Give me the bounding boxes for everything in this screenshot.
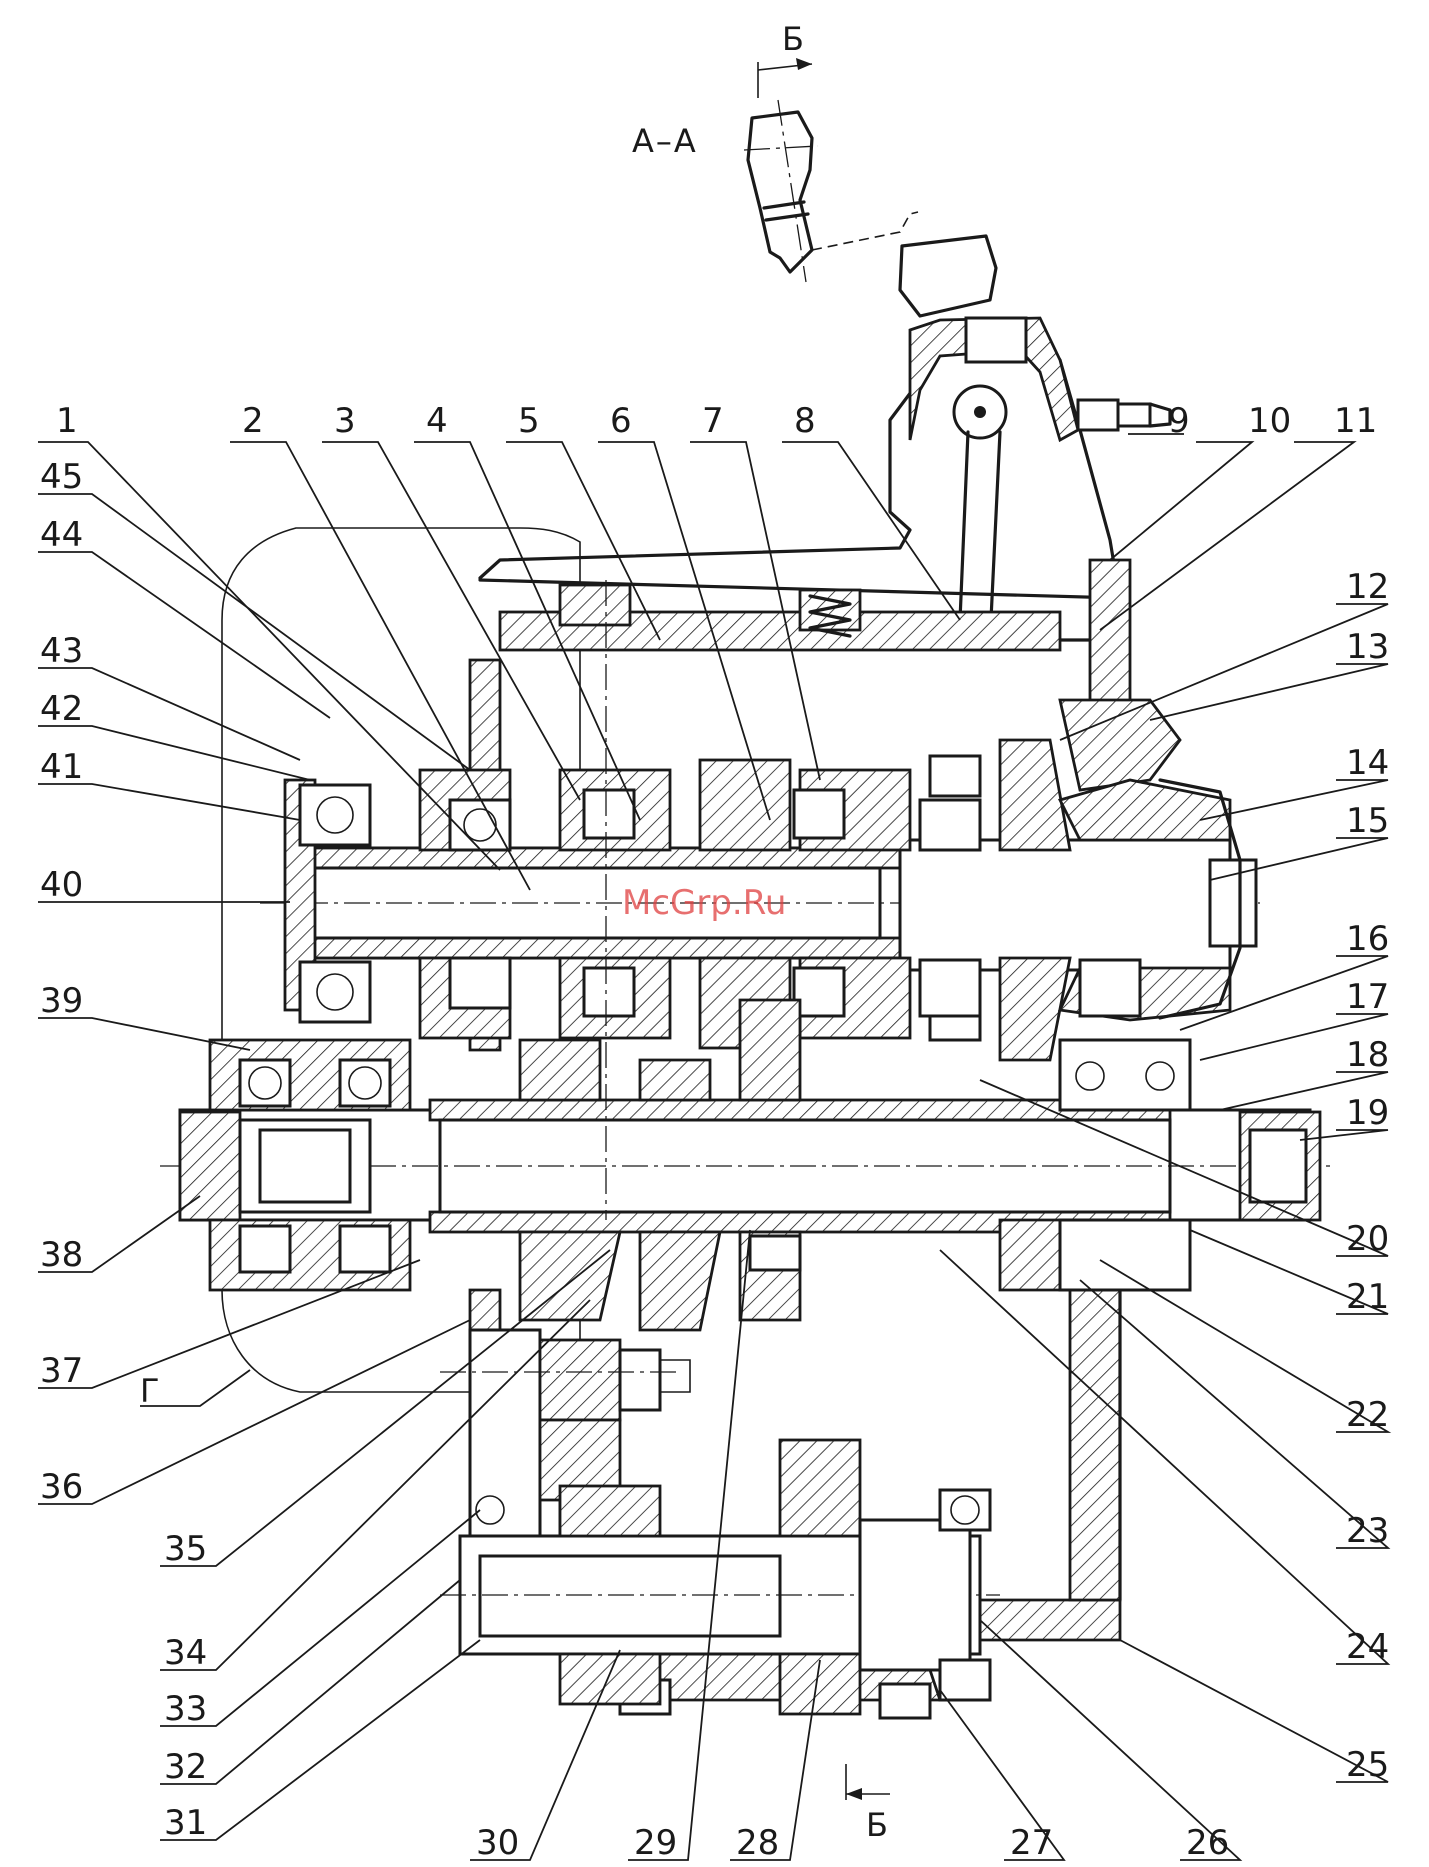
callout-45: 45 [40, 457, 83, 497]
callout-27: 27 [1010, 1823, 1053, 1863]
callout-41: 41 [40, 747, 83, 787]
callout-15: 15 [1346, 801, 1389, 841]
callouts-top-row: 1 2 3 4 5 6 7 8 9 10 11 [56, 401, 1377, 441]
callout-13: 13 [1346, 627, 1389, 667]
detail-g-label: Г [140, 1372, 162, 1410]
callout-36: 36 [40, 1467, 83, 1507]
callout-31: 31 [164, 1803, 207, 1843]
callout-35: 35 [164, 1529, 207, 1569]
callout-28: 28 [736, 1823, 779, 1863]
callout-3: 3 [334, 401, 356, 441]
callout-25: 25 [1346, 1745, 1389, 1785]
callout-10: 10 [1248, 401, 1291, 441]
section-view-a-a [744, 58, 918, 282]
callout-18: 18 [1346, 1035, 1389, 1075]
callout-32: 32 [164, 1747, 207, 1787]
callout-11: 11 [1334, 401, 1377, 441]
callout-7: 7 [702, 401, 724, 441]
cut-label-top: Б [782, 20, 806, 58]
callout-44: 44 [40, 515, 83, 555]
callout-19: 19 [1346, 1093, 1389, 1133]
callout-37: 37 [40, 1351, 83, 1391]
callout-33: 33 [164, 1689, 207, 1729]
callout-9: 9 [1168, 401, 1190, 441]
main-shaft [160, 1100, 1330, 1232]
callout-4: 4 [426, 401, 448, 441]
callout-21: 21 [1346, 1277, 1389, 1317]
cut-label-bottom: Б [866, 1806, 890, 1844]
section-view-label: А–А [632, 122, 698, 160]
callouts-bottom-row: 30 29 28 27 26 [476, 1823, 1229, 1863]
callout-22: 22 [1346, 1395, 1389, 1435]
callout-26: 26 [1186, 1823, 1229, 1863]
callout-29: 29 [634, 1823, 677, 1863]
callout-20: 20 [1346, 1219, 1389, 1259]
callout-5: 5 [518, 401, 540, 441]
callout-8: 8 [794, 401, 816, 441]
callout-43: 43 [40, 631, 83, 671]
callout-1: 1 [56, 401, 78, 441]
callout-6: 6 [610, 401, 632, 441]
callout-39: 39 [40, 981, 83, 1021]
callout-12: 12 [1346, 567, 1389, 607]
callout-23: 23 [1346, 1511, 1389, 1551]
callout-2: 2 [242, 401, 264, 441]
callout-40: 40 [40, 865, 83, 905]
callout-38: 38 [40, 1235, 83, 1275]
callout-24: 24 [1346, 1627, 1389, 1667]
callouts-right-column: 12 13 14 15 16 17 18 19 20 21 22 23 24 2… [1346, 567, 1389, 1785]
callout-16: 16 [1346, 919, 1389, 959]
watermark: McGrp.Ru [622, 883, 786, 923]
shift-housing [480, 236, 1170, 650]
callout-14: 14 [1346, 743, 1389, 783]
callout-30: 30 [476, 1823, 519, 1863]
callout-34: 34 [164, 1633, 207, 1673]
callout-42: 42 [40, 689, 83, 729]
callout-17: 17 [1346, 977, 1389, 1017]
